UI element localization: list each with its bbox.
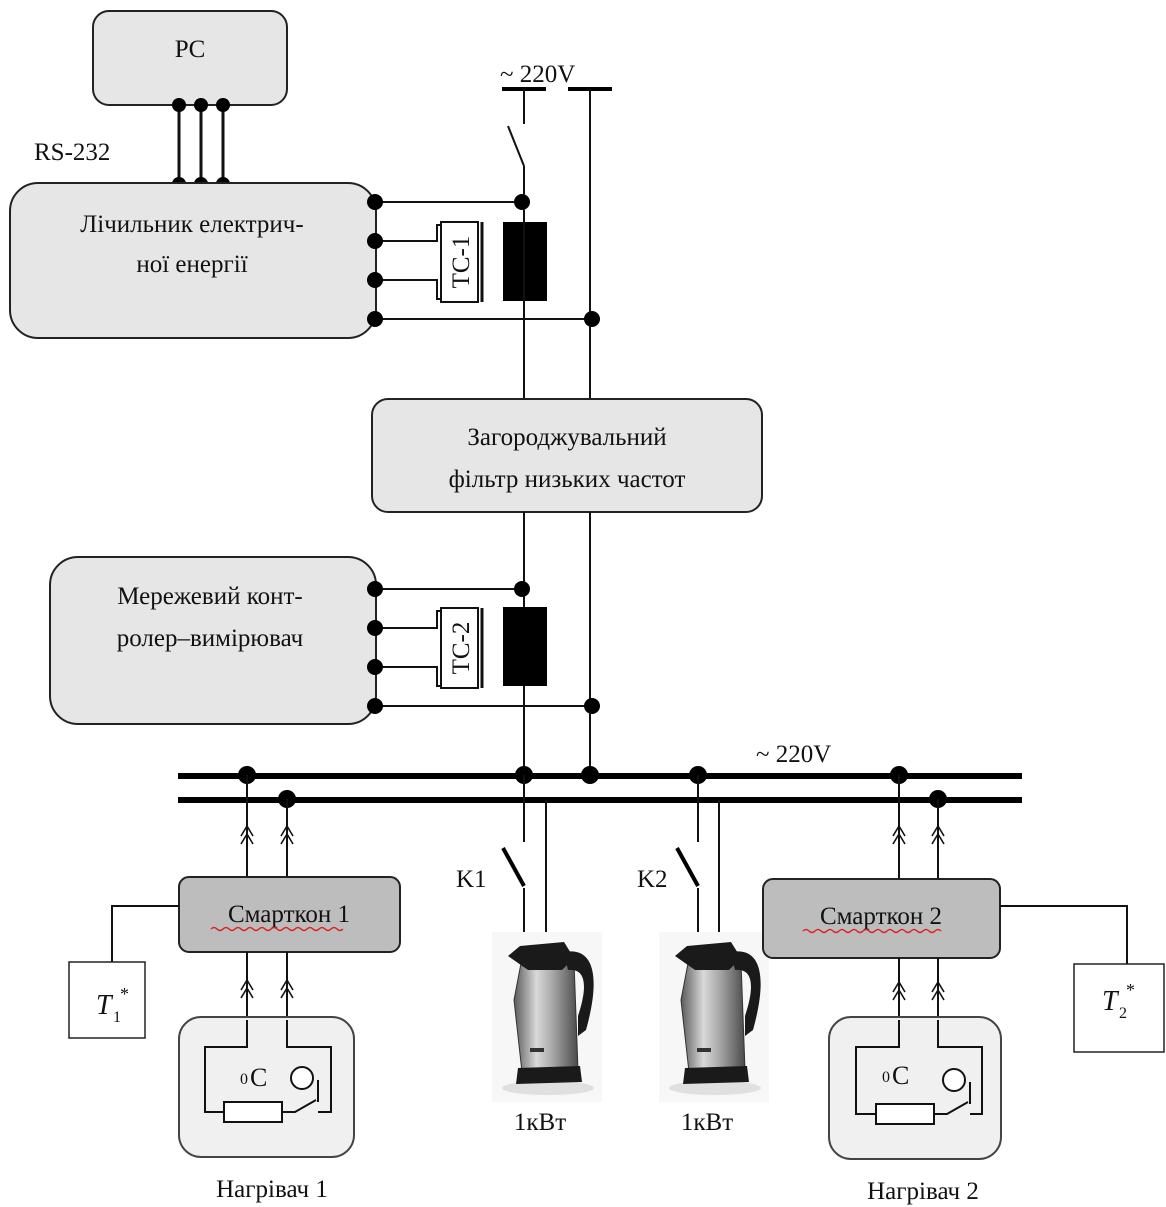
rs232-link: [172, 98, 230, 191]
heater-1: 0 C Нагрівач 1: [178, 1016, 355, 1203]
supply-top-label: ~ 220V: [500, 61, 575, 88]
heater-1-temp-sup: 0: [240, 1071, 248, 1088]
main-switch: [507, 125, 525, 167]
sensor-2-superscript: *: [1126, 980, 1135, 1000]
kettle-2-power: 1кВт: [681, 1109, 733, 1136]
current-transformer-1: TC-1: [440, 221, 547, 303]
meter-label-line2: ної енергії: [136, 251, 247, 278]
heater-2-caption: Нагрівач 2: [867, 1178, 979, 1205]
heater-2-temp-sup: 0: [882, 1069, 890, 1086]
switch-k1: [501, 847, 526, 887]
smartcon-1-label: Смарткон 1: [228, 901, 350, 928]
pc-label: PC: [175, 36, 206, 63]
sensor-1-symbol: T: [96, 990, 114, 1021]
pc-box: PC: [92, 10, 288, 106]
heater-2: 0 C Нагрівач 2: [828, 1016, 1002, 1205]
bus-label: ~ 220V: [756, 741, 831, 768]
kettle-2-image: [658, 931, 770, 1103]
temp-sensor-2: [1073, 963, 1165, 1053]
network-controller-box: Мережевий конт- ролер–вимірювач: [49, 556, 377, 725]
controller-label-line1: Мережевий конт-: [117, 583, 302, 610]
smartcon-2-box: [762, 878, 1001, 959]
meter-label-line1: Лічильник електрич-: [80, 211, 303, 238]
mains-bus: ~ 220V: [178, 741, 1022, 808]
sensor-2-symbol: T: [1102, 986, 1120, 1017]
mains-supply-top: ~ 220V: [500, 61, 612, 399]
switch-k1-label: K1: [456, 866, 487, 893]
ct1-label: TC-1: [448, 236, 475, 289]
current-transformer-2: TC-2: [440, 607, 547, 689]
meter-wiring: [367, 194, 592, 327]
switch-k2-label: K2: [637, 866, 668, 893]
temp-sensor-1: [68, 961, 146, 1039]
kettle-1-image: [491, 931, 603, 1103]
rs232-label: RS-232: [34, 139, 110, 166]
kettle-1-branch: K1 1кВт: [456, 775, 603, 1136]
smartcon-1-box: [178, 876, 401, 953]
switch-k2: [675, 847, 700, 887]
filter-label-line2: фільтр низьких частот: [449, 466, 686, 493]
heater-1-caption: Нагрівач 1: [216, 1176, 328, 1203]
smartcon-1-group: Смарткон 1 T 1 *: [68, 775, 401, 1039]
kettle-2-branch: K2 1кВт: [637, 775, 770, 1136]
smartcon-2-label: Смарткон 2: [820, 903, 942, 930]
sensor-1-subscript: 1: [113, 1009, 121, 1026]
low-pass-filter-box: Загороджувальний фільтр низьких частот: [371, 398, 763, 513]
heater-1-temp-unit: C: [250, 1063, 267, 1092]
sensor-1-superscript: *: [120, 984, 129, 1004]
ct2-label: TC-2: [448, 622, 475, 675]
energy-meter-box: Лічильник електрич- ної енергії: [9, 182, 377, 339]
filter-label-line1: Загороджувальний: [467, 424, 666, 451]
kettle-1-power: 1кВт: [514, 1109, 566, 1136]
controller-label-line2: ролер–вимірювач: [117, 625, 304, 652]
sensor-2-subscript: 2: [1119, 1005, 1127, 1022]
smartcon-2-group: Смарткон 2 T 2 *: [762, 775, 1165, 1053]
heater-2-temp-unit: C: [892, 1061, 909, 1090]
